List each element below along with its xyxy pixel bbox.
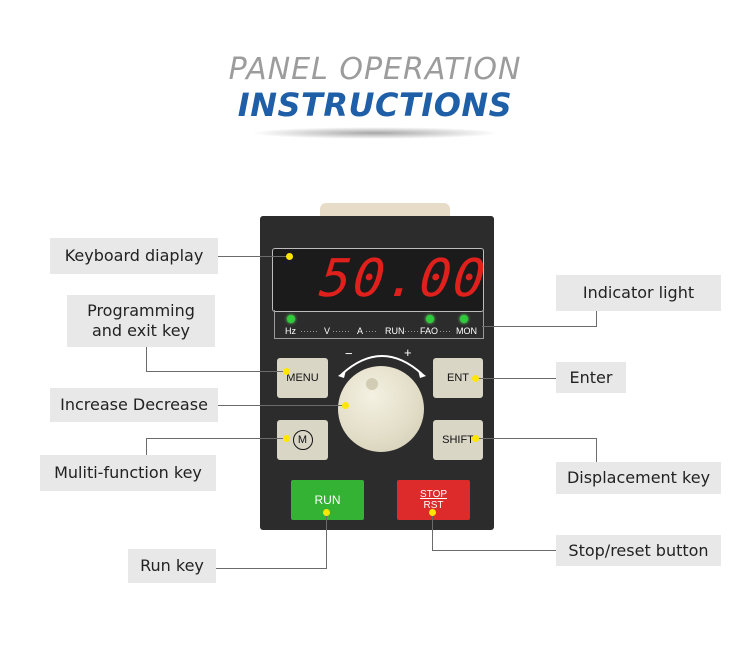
label-programming-line1: Programming bbox=[87, 301, 195, 320]
leader-multi-v bbox=[146, 438, 147, 455]
label-keyboard-display: Keyboard diaplay bbox=[50, 238, 218, 274]
label-increase-decrease: Increase Decrease bbox=[50, 388, 218, 422]
led-fao bbox=[426, 315, 434, 323]
device-top-tab bbox=[320, 203, 450, 219]
title-underline-shadow bbox=[250, 127, 500, 139]
marker-run bbox=[323, 509, 330, 516]
marker-stop bbox=[429, 509, 436, 516]
knob-arrow-icon bbox=[338, 355, 426, 378]
marker-display bbox=[286, 253, 293, 260]
m-key-label: M bbox=[297, 434, 308, 446]
knob-plus: + bbox=[404, 345, 412, 360]
leader-stop-h bbox=[432, 550, 556, 551]
display-readout: 50.00 bbox=[316, 249, 490, 309]
display-screen bbox=[272, 248, 484, 312]
leader-indicator-h bbox=[482, 326, 597, 327]
indicator-run: RUN bbox=[385, 326, 405, 336]
leader-multi-h bbox=[146, 438, 286, 439]
indicator-dots: ······ bbox=[300, 326, 318, 336]
label-displacement: Displacement key bbox=[556, 462, 721, 494]
stop-label: STOP bbox=[419, 489, 448, 500]
marker-shift bbox=[472, 435, 479, 442]
indicator-dots: ···· bbox=[439, 326, 451, 336]
menu-key[interactable]: MENU bbox=[277, 358, 328, 398]
leader-stop-v bbox=[432, 512, 433, 551]
leader-programming-v bbox=[146, 347, 147, 372]
led-hz bbox=[287, 315, 295, 323]
indicator-hz: Hz bbox=[285, 326, 296, 336]
leader-increase bbox=[218, 405, 345, 406]
indicator-mon: MON bbox=[456, 326, 477, 336]
title-line-1: PANEL OPERATION bbox=[228, 52, 522, 87]
marker-ent bbox=[472, 375, 479, 382]
indicator-v: V bbox=[324, 326, 331, 336]
label-stop-reset: Stop/reset button bbox=[556, 535, 721, 566]
title-line-2: INSTRUCTIONS bbox=[237, 86, 513, 124]
label-run-key: Run key bbox=[128, 549, 216, 583]
indicator-row bbox=[274, 310, 484, 339]
label-indicator-light: Indicator light bbox=[556, 275, 721, 311]
knob-minus: − bbox=[345, 346, 353, 361]
label-programming-line2: and exit key bbox=[91, 321, 191, 340]
increase-decrease-knob[interactable] bbox=[338, 366, 424, 452]
marker-knob bbox=[342, 402, 349, 409]
indicator-dots: ····· bbox=[404, 326, 419, 336]
indicator-a: A bbox=[357, 326, 364, 336]
knob-indent bbox=[366, 378, 378, 390]
label-enter: Enter bbox=[556, 362, 626, 393]
stop-reset-key[interactable]: STOP RST bbox=[397, 480, 470, 520]
indicator-fao: FAO bbox=[420, 326, 439, 336]
marker-m bbox=[283, 435, 290, 442]
leader-programming-h bbox=[146, 371, 286, 372]
leader-shift-v bbox=[596, 438, 597, 462]
label-multifunction: Muliti-function key bbox=[40, 455, 216, 491]
leader-indicator-v bbox=[596, 311, 597, 327]
indicator-dots: ···· bbox=[365, 326, 377, 336]
leader-enter bbox=[475, 378, 556, 379]
rst-label: RST bbox=[423, 500, 444, 511]
indicator-dots: ······ bbox=[332, 326, 350, 336]
label-programming-exit: Programming and exit key bbox=[67, 295, 215, 347]
leader-run-v bbox=[326, 512, 327, 569]
leader-run-h bbox=[216, 568, 327, 569]
m-key-circle: M bbox=[292, 430, 313, 450]
leader-keyboard-display bbox=[218, 256, 289, 257]
marker-menu bbox=[283, 368, 290, 375]
leader-shift-h bbox=[475, 438, 597, 439]
led-mon bbox=[460, 315, 468, 323]
